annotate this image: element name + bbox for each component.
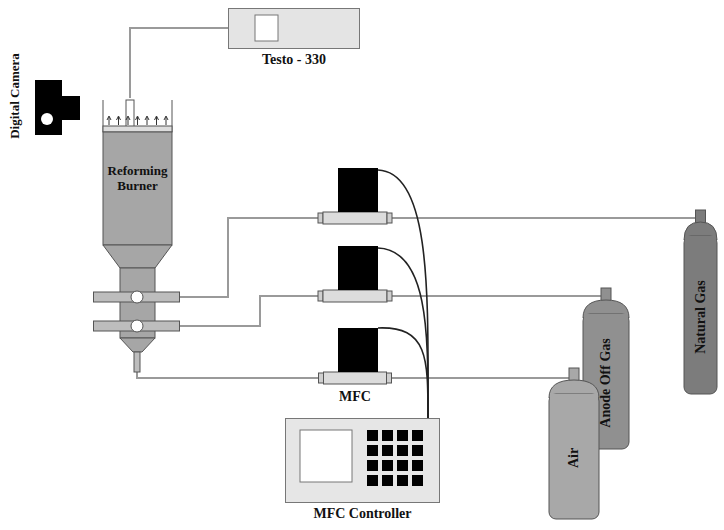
- testo-meter: Testo - 330: [228, 8, 360, 70]
- camera-dot: [41, 113, 53, 125]
- flow-arrow: [107, 116, 111, 125]
- meter-case: [229, 9, 360, 49]
- inlet-port: [94, 292, 180, 302]
- node-label: Reforming Burner: [105, 164, 170, 194]
- flow-arrow: [117, 116, 121, 125]
- gas-line: [137, 372, 318, 378]
- cylinder-joint: [584, 314, 628, 320]
- mass-flow-controller: MFC: [318, 328, 392, 408]
- keypad-key: [367, 460, 378, 471]
- node-outline: [93, 98, 180, 372]
- keypad-key: [412, 475, 423, 486]
- node-label: MFC: [318, 389, 392, 405]
- gas-line: [130, 28, 228, 98]
- node-label: Testo - 330: [228, 52, 360, 68]
- node-label: Anode Off Gas: [598, 338, 614, 427]
- mfc-fitting: [318, 213, 323, 223]
- keypad-key: [382, 460, 393, 471]
- mfc-fitting: [387, 291, 392, 301]
- mfc-fitting: [318, 291, 323, 301]
- keypad-key: [397, 430, 408, 441]
- node-label: Air: [566, 448, 582, 468]
- flow-arrow: [164, 116, 168, 125]
- keypad-key: [397, 475, 408, 486]
- gas-cylinder: Natural Gas: [683, 210, 718, 395]
- device-label: Digital Camera: [8, 53, 23, 139]
- flow-arrow: [136, 116, 140, 125]
- keypad-key: [412, 445, 423, 456]
- camera-lens: [60, 96, 80, 120]
- mfc-tube: [324, 372, 387, 384]
- keypad-key: [412, 460, 423, 471]
- cylinder-valve: [696, 210, 706, 223]
- mfc-controller: MFC Controller: [285, 418, 440, 524]
- burner-body: [103, 132, 172, 245]
- node-outline: [548, 368, 600, 520]
- burner-cone: [120, 338, 155, 352]
- flame-plate: [103, 126, 172, 132]
- flow-arrow: [126, 116, 130, 125]
- keypad-key: [367, 475, 378, 486]
- flow-arrow: [145, 116, 149, 125]
- controller-case: [286, 419, 440, 503]
- air-pipe: [134, 352, 140, 372]
- cylinder-joint: [685, 236, 716, 242]
- mfc-head: [338, 246, 378, 290]
- gas-line: [392, 377, 569, 379]
- node-label: Natural Gas: [692, 280, 708, 354]
- gas-cylinder: Air: [548, 368, 600, 520]
- port-hole: [131, 320, 143, 332]
- keypad-key: [397, 445, 408, 456]
- mfc-tube: [323, 212, 387, 224]
- keypad-key: [367, 445, 378, 456]
- keypad-key: [397, 460, 408, 471]
- keypad-key: [412, 430, 423, 441]
- node-label: MFC Controller: [285, 506, 440, 522]
- port-hole: [131, 291, 143, 303]
- reforming-burner: Reforming Burner: [93, 98, 180, 372]
- mfc-fitting: [387, 213, 392, 223]
- keypad-key: [382, 430, 393, 441]
- cylinder-joint: [550, 394, 598, 400]
- mfc-head: [338, 168, 378, 212]
- keypad-key: [382, 475, 393, 486]
- mfc-head: [338, 328, 378, 372]
- cylinder-valve: [569, 368, 579, 381]
- gas-line: [180, 218, 696, 297]
- camera-body: [35, 80, 62, 135]
- mfc-tube: [323, 290, 387, 302]
- cylinder-valve: [601, 288, 611, 301]
- cylinder-body: [684, 236, 717, 394]
- burner-taper: [103, 245, 172, 268]
- mfc-fitting: [387, 373, 392, 383]
- flow-arrow: [155, 116, 159, 125]
- inlet-port: [94, 321, 180, 331]
- keypad-key: [382, 445, 393, 456]
- keypad-key: [367, 430, 378, 441]
- controller-screen: [300, 430, 352, 482]
- signal-wire: [378, 248, 428, 418]
- meter-screen: [255, 15, 278, 41]
- mfc-fitting: [319, 373, 324, 383]
- cylinder-body: [549, 394, 599, 519]
